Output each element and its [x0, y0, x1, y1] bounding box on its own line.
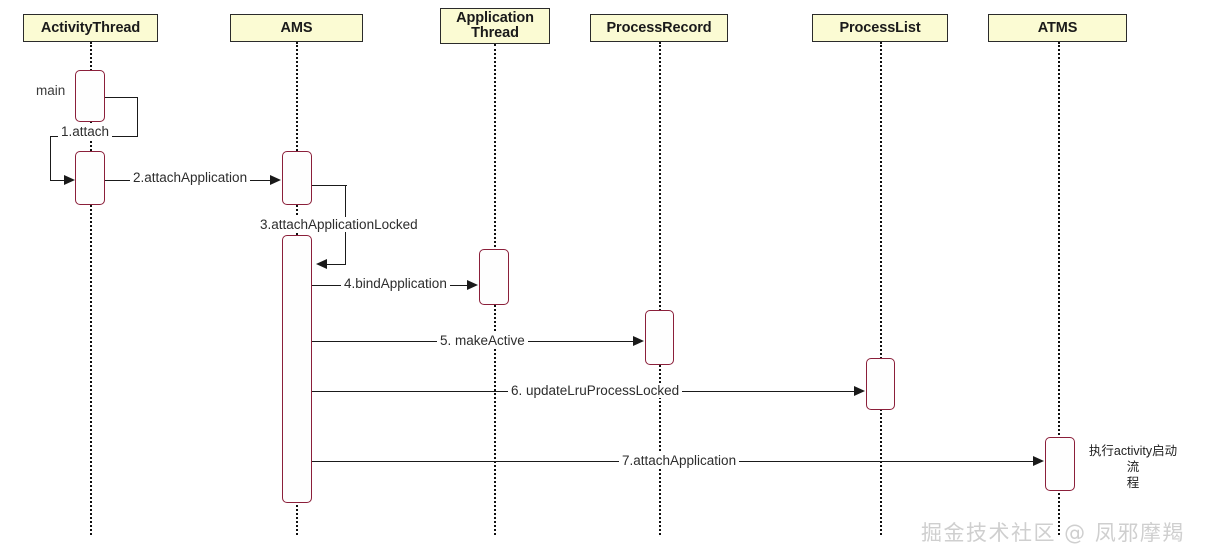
- msg-attach-application-locked-segment-bottom: [327, 264, 346, 265]
- msg-attach-arrowhead: [64, 175, 75, 185]
- participant-label: ProcessRecord: [606, 19, 712, 36]
- lifeline-process-record: [659, 42, 661, 535]
- msg-attach-application-atms-arrowhead: [1033, 456, 1044, 466]
- msg-update-lru-process-locked-label: 6. updateLruProcessLocked: [508, 383, 683, 398]
- participant-label: ActivityThread: [40, 19, 141, 36]
- msg-attach-application-locked-segment-top: [312, 185, 347, 186]
- msg-attach-application-locked-arrowhead: [316, 259, 327, 269]
- msg-bind-application-arrowhead: [467, 280, 478, 290]
- msg-update-lru-process-locked-arrowhead: [854, 386, 865, 396]
- annotation-main: main: [36, 83, 66, 98]
- msg-attach-application-label: 2.attachApplication: [130, 170, 251, 185]
- lifeline-atms: [1058, 42, 1060, 535]
- participant-label: AMS: [280, 19, 313, 36]
- activation-ams-attach-application: [282, 151, 312, 205]
- activation-process-list-update-lru: [866, 358, 895, 410]
- msg-attach-segment-top: [105, 97, 138, 98]
- msg-attach-segment-left: [50, 136, 51, 181]
- participant-label-line2: Thread: [471, 25, 519, 41]
- activation-activity-thread-attach: [75, 151, 105, 205]
- activation-activity-thread-main: [75, 70, 105, 122]
- activation-application-thread-bind: [479, 249, 509, 305]
- msg-attach-segment-right: [137, 97, 138, 137]
- activation-ams-attach-application-locked: [282, 235, 312, 503]
- participant-ams[interactable]: AMS: [230, 14, 363, 42]
- msg-attach-application-arrowhead: [270, 175, 281, 185]
- participant-label: ATMS: [1037, 19, 1078, 36]
- participant-activity-thread[interactable]: ActivityThread: [23, 14, 158, 42]
- activation-atms-attach-application: [1045, 437, 1075, 491]
- msg-attach-application-atms-label: 7.attachApplication: [619, 453, 740, 468]
- annotation-line1: 执行activity启动流: [1088, 444, 1178, 474]
- annotation-line2: 程: [1126, 476, 1140, 490]
- participant-application-thread[interactable]: Application Thread: [440, 8, 550, 44]
- participant-process-record[interactable]: ProcessRecord: [590, 14, 728, 42]
- msg-make-active-arrowhead: [633, 336, 644, 346]
- watermark: 掘金技术社区 @ 凤邪摩羯: [921, 521, 1185, 545]
- lifeline-activity-thread: [90, 42, 92, 535]
- annotation-atms-activity-launch-flow: 执行activity启动流 程: [1085, 443, 1181, 491]
- msg-bind-application-label: 4.bindApplication: [341, 276, 450, 291]
- lifeline-process-list: [880, 42, 882, 535]
- msg-attach-label: 1.attach: [58, 124, 113, 139]
- participant-label: ProcessList: [839, 19, 921, 36]
- activation-process-record-make-active: [645, 310, 674, 365]
- participant-label-line1: Application: [456, 10, 534, 26]
- msg-attach-segment-in: [50, 180, 68, 181]
- participant-atms[interactable]: ATMS: [988, 14, 1127, 42]
- msg-make-active-label: 5. makeActive: [437, 333, 528, 348]
- participant-process-list[interactable]: ProcessList: [812, 14, 948, 42]
- msg-attach-application-locked-label: 3.attachApplicationLocked: [257, 217, 421, 232]
